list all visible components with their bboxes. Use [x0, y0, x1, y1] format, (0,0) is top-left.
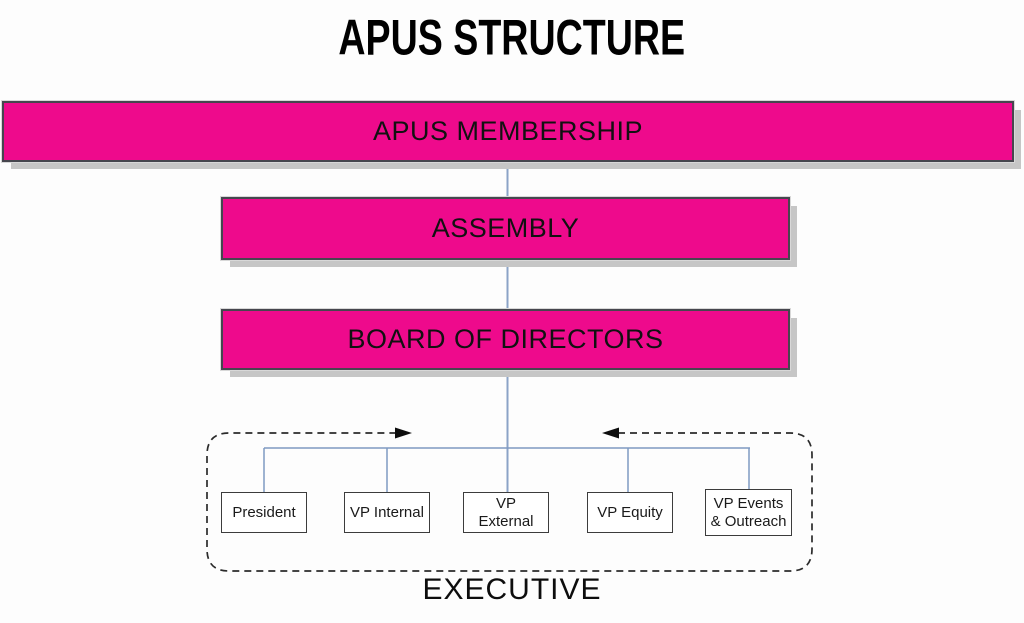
- membership-bar: APUS MEMBERSHIP: [1, 100, 1015, 163]
- executive-boundary: [206, 432, 813, 572]
- position-box-president-label: President: [232, 503, 296, 521]
- page-title: APUS STRUCTURE: [0, 8, 1024, 65]
- flow-arrow-left-icon: [602, 427, 619, 439]
- position-box-vp-equity: VP Equity: [587, 492, 673, 533]
- board-of-directors-bar: BOARD OF DIRECTORS: [220, 308, 791, 371]
- position-box-vp-internal: VP Internal: [344, 492, 430, 533]
- position-box-vp-events-outreach: VP Events & Outreach: [705, 489, 792, 536]
- position-box-vp-equity-label: VP Equity: [597, 503, 663, 521]
- executive-section-label-text: EXECUTIVE: [422, 573, 602, 606]
- executive-section-label: EXECUTIVE: [0, 573, 1024, 607]
- position-box-president: President: [221, 492, 307, 533]
- flow-arrow-right-icon: [395, 427, 412, 439]
- page-title-text: APUS STRUCTURE: [338, 8, 686, 65]
- membership-bar-label: APUS MEMBERSHIP: [372, 116, 644, 146]
- board-of-directors-bar-label: BOARD OF DIRECTORS: [347, 324, 664, 354]
- assembly-bar: ASSEMBLY: [220, 196, 791, 261]
- position-box-vp-external: VP External: [463, 492, 549, 533]
- position-box-vp-events-outreach-label: VP Events & Outreach: [710, 494, 787, 530]
- position-box-vp-internal-label: VP Internal: [350, 503, 424, 521]
- position-box-vp-external-label: VP External: [478, 494, 534, 530]
- assembly-bar-label: ASSEMBLY: [431, 213, 580, 243]
